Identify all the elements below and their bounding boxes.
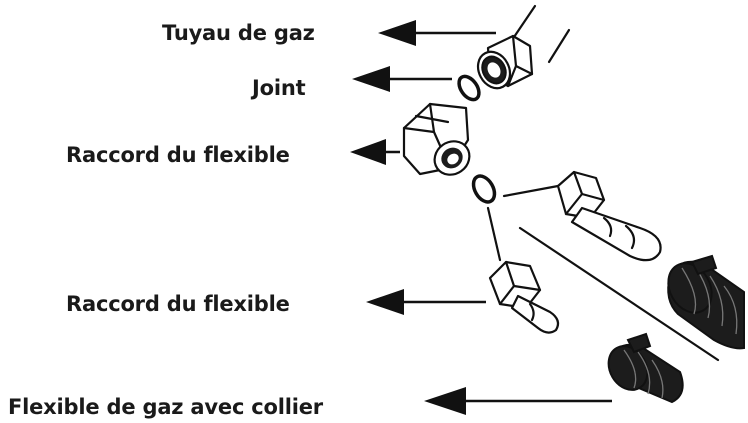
- arrow-gas-pipe: [378, 20, 496, 46]
- arrow-hose-fitting-top: [350, 139, 400, 165]
- hose-with-clamp-right-illustration: [667, 254, 745, 350]
- hose-fitting-right-illustration: [556, 170, 662, 262]
- elbow-fitting-illustration: [402, 102, 471, 176]
- gas-pipe-illustration: [476, 4, 571, 90]
- arrow-hose-fitting-bottom: [366, 289, 486, 315]
- label-gas-pipe: Tuyau de gaz: [162, 21, 315, 45]
- seal-ring-middle-illustration: [471, 174, 497, 204]
- arrow-gas-hose-with-clamp: [424, 387, 612, 415]
- arrow-seal: [352, 66, 452, 92]
- label-gas-hose-with-clamp: Flexible de gaz avec collier: [8, 395, 324, 419]
- label-hose-fitting-bottom: Raccord du flexible: [66, 292, 290, 316]
- label-seal: Joint: [250, 76, 306, 100]
- seal-ring-illustration: [457, 74, 481, 102]
- hose-fitting-small-illustration: [488, 260, 560, 334]
- label-hose-fitting-top: Raccord du flexible: [66, 143, 290, 167]
- hose-with-clamp-bottom-illustration: [607, 332, 684, 404]
